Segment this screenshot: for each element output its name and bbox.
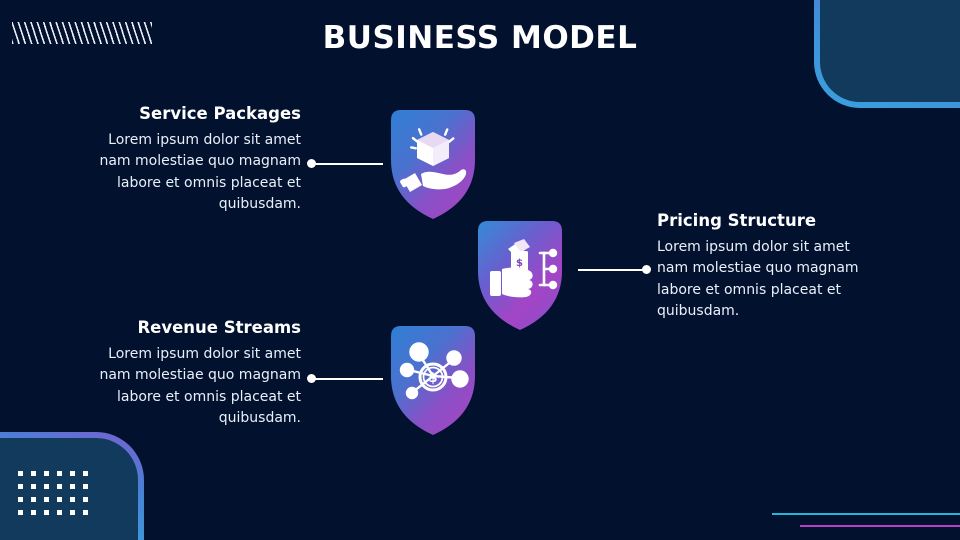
grid-dot [70,510,75,515]
text-block-pricing-structure: Pricing Structure Lorem ipsum dolor sit … [657,211,872,322]
heading-pricing-structure: Pricing Structure [657,211,817,230]
connector-line-pricing-structure [578,269,646,271]
dot-grid-decoration [18,471,89,516]
grid-dot [83,510,88,515]
grid-dot [83,497,88,502]
hand-holding-money-icon: $ [490,239,558,298]
grid-dot [18,471,23,476]
grid-dot [44,510,49,515]
corner-panel-top-right [814,0,960,108]
shield-service-packages[interactable] [381,104,485,222]
grid-dot [31,510,36,515]
grid-dot [70,484,75,489]
connector-dot-pricing-structure [642,265,651,274]
grid-dot [31,497,36,502]
body-pricing-structure: Lorem ipsum dolor sit amet nam molestiae… [657,239,859,319]
grid-dot [83,471,88,476]
hand-holding-box-icon [400,128,467,192]
grid-dot [31,484,36,489]
shield-revenue-streams[interactable]: $ [381,320,485,438]
body-revenue-streams: Lorem ipsum dolor sit amet nam molestiae… [99,346,301,426]
magenta-rule-decoration [800,525,960,527]
grid-dot [70,497,75,502]
grid-dot [57,497,62,502]
body-service-packages: Lorem ipsum dolor sit amet nam molestiae… [99,132,301,212]
grid-dot [57,510,62,515]
connector-line-revenue-streams [315,378,383,380]
grid-dot [57,484,62,489]
page-title: BUSINESS MODEL [322,20,638,56]
heading-service-packages: Service Packages [139,104,301,123]
grid-dot [18,510,23,515]
text-block-service-packages: Service Packages Lorem ipsum dolor sit a… [86,104,301,215]
grid-dot [44,484,49,489]
dollar-network-icon: $ [399,342,469,400]
grid-dot [31,471,36,476]
grid-dot [18,484,23,489]
grid-dot [44,497,49,502]
text-block-revenue-streams: Revenue Streams Lorem ipsum dolor sit am… [86,318,301,429]
grid-dot [18,497,23,502]
grid-dot [57,471,62,476]
connector-dot-revenue-streams [307,374,316,383]
svg-text:$: $ [428,371,437,386]
shield-pricing-structure[interactable]: $ [468,215,572,333]
grid-dot [70,471,75,476]
grid-dot [83,484,88,489]
connector-line-service-packages [315,163,383,165]
cyan-rule-decoration [772,513,960,515]
heading-revenue-streams: Revenue Streams [137,318,301,337]
hatch-decoration [12,22,152,44]
corner-panel-bottom-left [0,432,144,540]
grid-dot [44,471,49,476]
svg-text:$: $ [516,258,523,269]
connector-dot-service-packages [307,159,316,168]
